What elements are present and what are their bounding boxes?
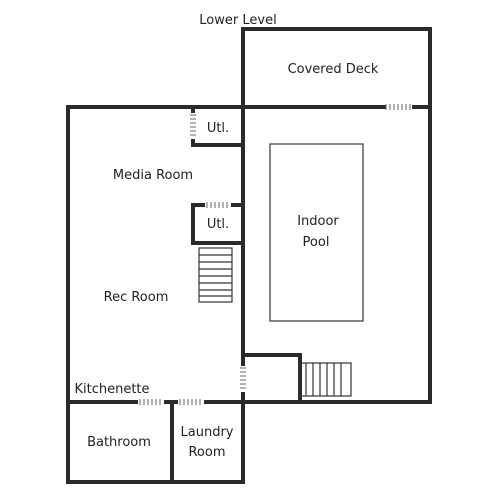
outer-walls [66,105,432,484]
laundry-room-label-line2: Room [188,445,225,460]
stairs-rec-room [198,247,233,303]
rec-room-label: Rec Room [104,290,169,305]
utility-mid-label: Utl. [207,217,229,232]
bathroom-label: Bathroom [87,435,151,450]
covered-deck-walls [241,27,432,109]
indoor-pool-label-line1: Indoor [297,214,339,229]
utility-top-label: Utl. [207,121,229,136]
indoor-pool-label-line2: Pool [303,235,330,250]
indoor-pool-basin [269,143,364,322]
kitchenette-label: Kitchenette [74,382,149,397]
media-room-label: Media Room [113,168,193,183]
laundry-room-label-line1: Laundry [181,425,234,440]
covered-deck-label: Covered Deck [288,62,379,77]
stairs-pool-area [298,362,352,397]
door-openings [138,104,412,405]
level-title: Lower Level [199,13,276,28]
